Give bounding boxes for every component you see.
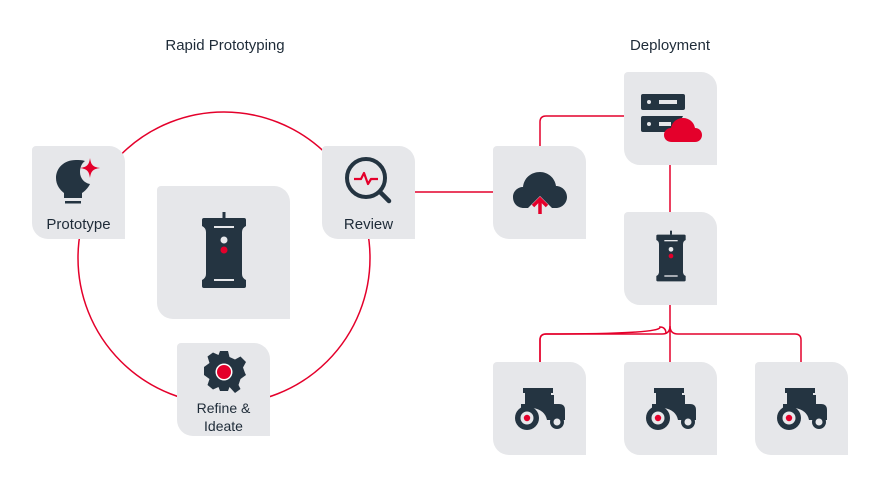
refine-ideate-node: Refine & Ideate [177,343,270,436]
connector-upload-to-server [539,115,624,148]
tractor-node-2 [624,362,717,455]
refine-ideate-label: Refine & Ideate [177,399,270,435]
tractor-node-1 [493,362,586,455]
gear-icon [203,351,246,393]
review-label: Review [343,216,394,233]
prototype-node: Prototype [32,146,125,239]
refine-label-line-2: Ideate [204,418,243,434]
lightbulb-sparkle-icon [55,158,100,204]
data-logger-device-icon [201,212,246,288]
magnifier-pulse-icon [344,157,391,204]
tractor-icon [645,388,696,430]
cloud-upload-icon [512,172,567,214]
review-node: Review [322,146,415,239]
server-cloud-icon [640,94,702,142]
tractor-icon [514,388,565,430]
tractor-node-3 [755,362,848,455]
cloud-upload-node [493,146,586,239]
device-node-deployment [624,212,717,305]
deployment-title: Deployment [629,37,711,54]
server-cloud-node [624,72,717,165]
device-node-center [157,186,290,319]
data-logger-device-icon [655,230,686,282]
connector-branch [539,325,802,362]
connector-device-to-tractor-1 [539,326,667,362]
tractor-icon [776,388,827,430]
refine-label-line-1: Refine & [196,400,251,416]
rapid-prototyping-title: Rapid Prototyping [165,37,285,54]
prototype-label: Prototype [46,216,111,233]
